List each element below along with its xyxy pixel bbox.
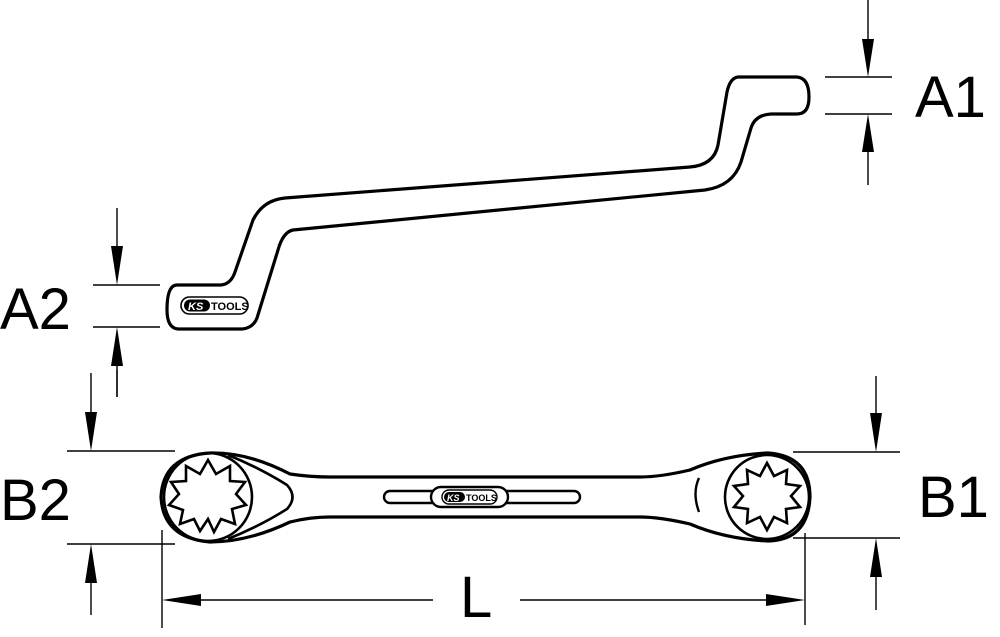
top-view-handle-slot: KS TOOLS [382,485,582,509]
dimension-label-a2: A2 [0,277,71,342]
dimension-l: L [161,530,806,630]
dimension-label-a1: A1 [915,65,986,130]
dimension-label-b1: B1 [918,465,989,530]
logo-ks-text: KS [447,493,460,503]
left-ring-circle [162,451,254,543]
left-ring-12pt-socket [166,457,249,535]
dimension-b2: B2 [0,370,175,615]
logo-tools-text: TOOLS [211,301,249,313]
right-ring-12pt-socket [731,460,803,533]
top-view-spanner: KS TOOLS [159,451,812,544]
left-ring-teardrop [227,453,294,541]
dimension-label-l: L [460,565,492,630]
right-bend-mark [694,477,701,513]
dimension-a2: A2 [0,208,160,397]
dimension-b1: B1 [793,376,989,610]
logo-tools-text: TOOLS [466,493,497,503]
right-ring-circle [723,453,811,541]
side-view-spanner: KS TOOLS [165,75,811,331]
side-view-brand-logo: KS TOOLS [180,296,249,315]
side-view-outline [165,75,811,331]
dimension-label-b2: B2 [0,468,71,533]
logo-ks-text: KS [188,301,204,313]
dimension-a1: A1 [825,0,986,185]
